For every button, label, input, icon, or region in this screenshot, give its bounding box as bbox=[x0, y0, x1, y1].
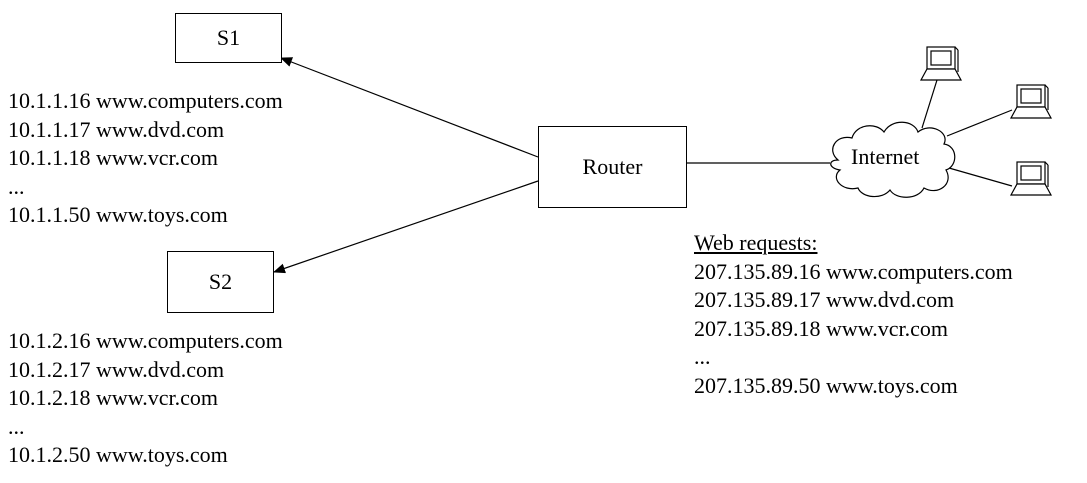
web-request-entry: ... bbox=[694, 344, 711, 369]
internet-cloud-icon bbox=[830, 121, 956, 198]
web-requests-list: Web requests: 207.135.89.16 www.computer… bbox=[694, 229, 1013, 400]
web-requests-heading: Web requests: bbox=[694, 230, 818, 255]
s1-entry: 10.1.1.16 www.computers.com bbox=[8, 88, 283, 113]
s1-address-table: 10.1.1.16 www.computers.com 10.1.1.17 ww… bbox=[8, 87, 283, 230]
router-label: Router bbox=[582, 154, 643, 179]
s2-address-table: 10.1.2.16 www.computers.com 10.1.2.17 ww… bbox=[8, 327, 283, 470]
laptop-2-icon bbox=[1009, 84, 1053, 119]
s2-entry: ... bbox=[8, 413, 25, 439]
web-request-entry: 207.135.89.50 www.toys.com bbox=[694, 372, 958, 398]
internet-to-laptop-2-link bbox=[946, 109, 1013, 137]
web-request-entry: 207.135.89.18 www.vcr.com bbox=[694, 315, 948, 341]
router-to-s2-arrow bbox=[273, 180, 539, 274]
server-s1-label: S1 bbox=[216, 25, 241, 50]
s1-entry: 10.1.1.17 www.dvd.com bbox=[8, 116, 225, 142]
laptop-3-icon bbox=[1009, 161, 1053, 196]
server-s2-node: S2 bbox=[167, 251, 274, 313]
server-s2-label: S2 bbox=[208, 269, 233, 294]
internet-label: Internet bbox=[851, 144, 920, 169]
s2-entry: 10.1.2.50 www.toys.com bbox=[8, 442, 228, 467]
router-node: Router bbox=[538, 126, 687, 208]
s1-entry: 10.1.1.18 www.vcr.com bbox=[8, 145, 218, 170]
router-to-s1-arrow bbox=[280, 57, 539, 158]
web-request-entry: 207.135.89.17 www.dvd.com bbox=[694, 287, 955, 312]
s1-entry: ... bbox=[8, 173, 25, 199]
s2-entry: 10.1.2.16 www.computers.com bbox=[8, 328, 283, 353]
s2-entry: 10.1.2.17 www.dvd.com bbox=[8, 356, 225, 382]
web-request-entry: 207.135.89.16 www.computers.com bbox=[694, 258, 1013, 284]
server-s1-node: S1 bbox=[175, 13, 282, 63]
s2-entry: 10.1.2.18 www.vcr.com bbox=[8, 385, 218, 410]
internet-to-laptop-3-link bbox=[948, 167, 1013, 187]
laptop-1-icon bbox=[919, 46, 963, 81]
s1-entry: 10.1.1.50 www.toys.com bbox=[8, 202, 228, 227]
internet-to-laptop-1-link bbox=[921, 79, 938, 129]
